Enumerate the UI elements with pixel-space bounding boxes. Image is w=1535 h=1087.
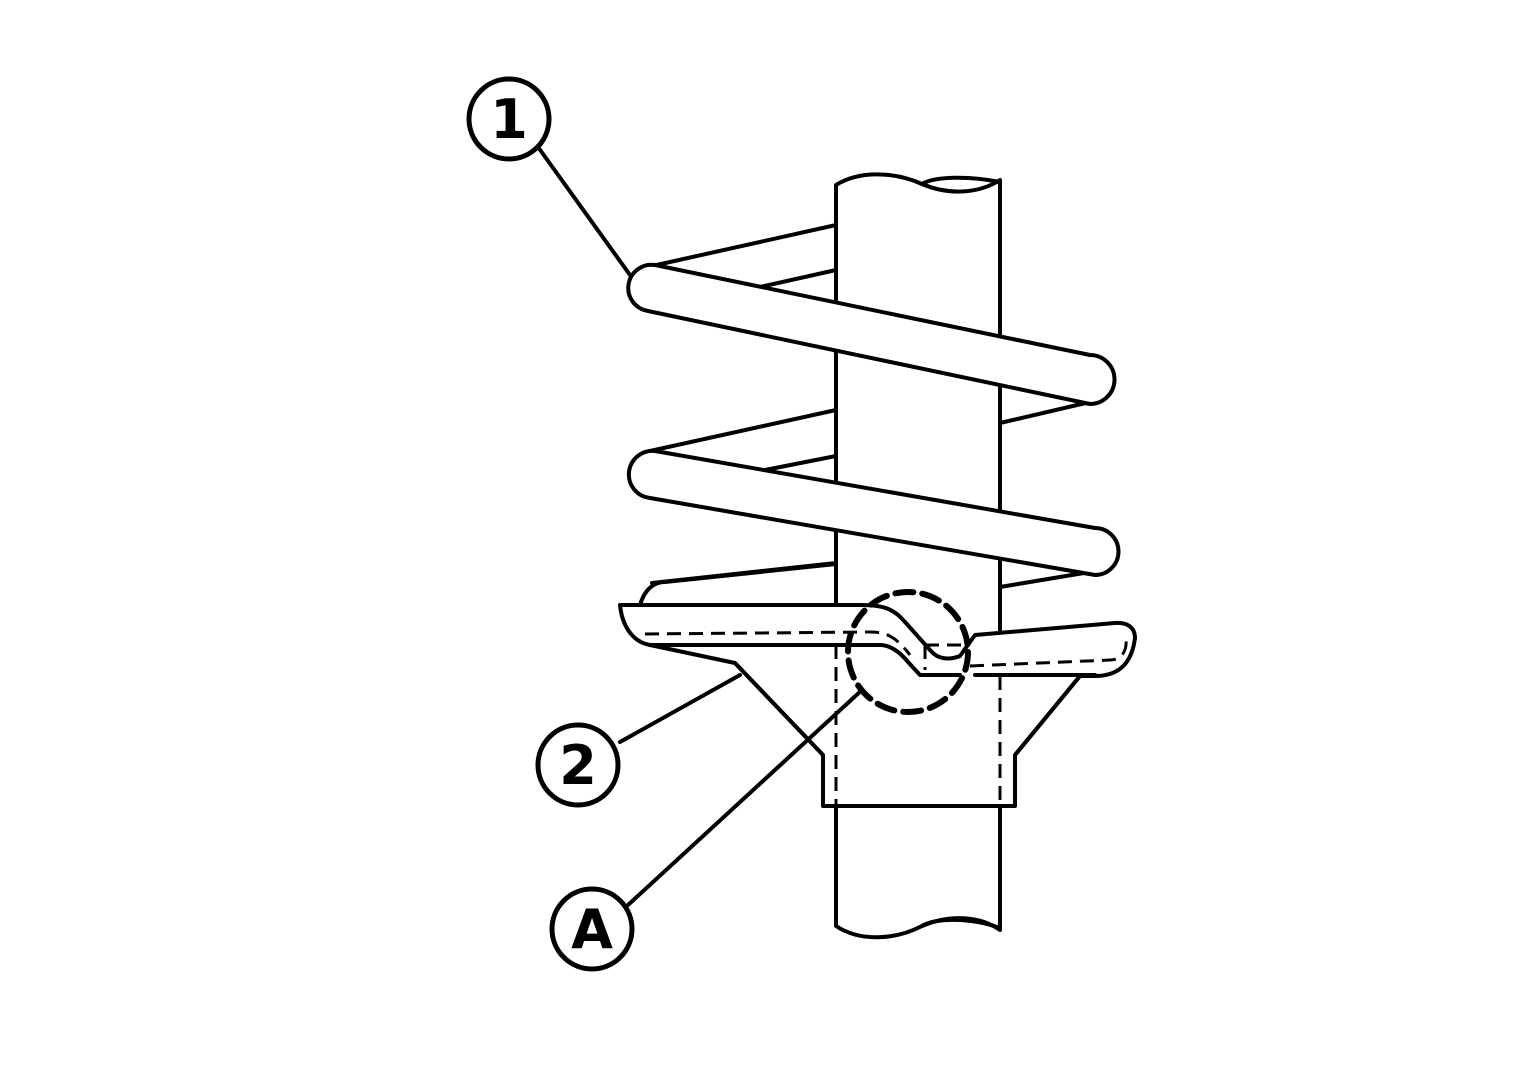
detail-a-circle (845, 589, 971, 715)
leader-lines (536, 145, 864, 907)
callout-2-label: 2 (559, 734, 597, 797)
callout-1-label: 1 (490, 88, 528, 151)
callout-a-label: A (571, 898, 613, 961)
callout-a: A (549, 886, 635, 972)
callout-1: 1 (466, 76, 552, 162)
callout-2: 2 (535, 722, 621, 808)
